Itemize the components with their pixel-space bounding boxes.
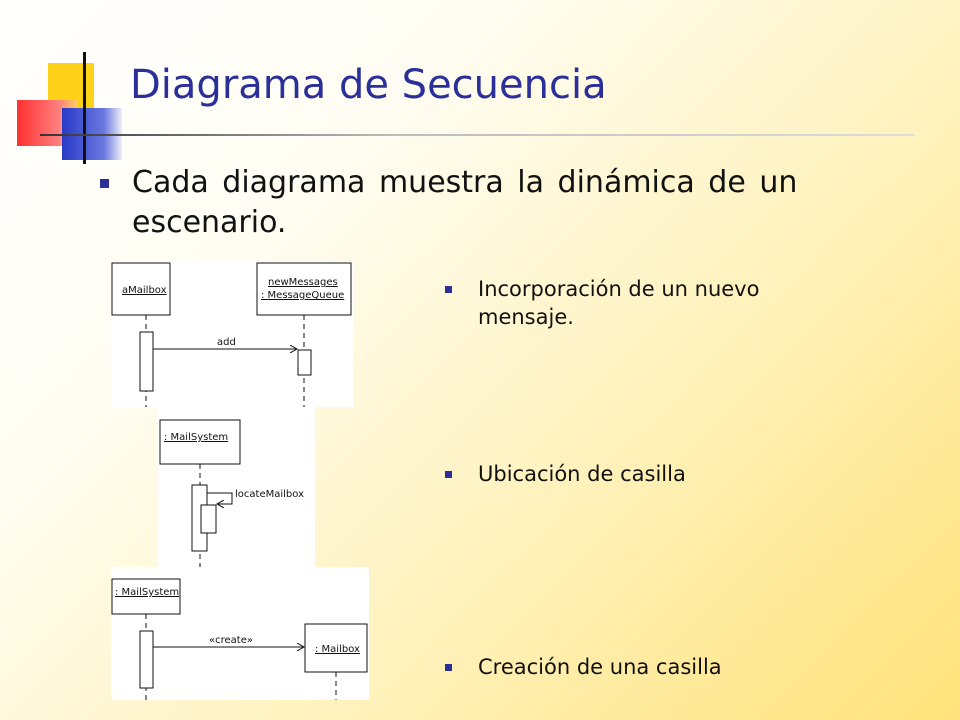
self-message-arrow [207,492,233,504]
deco-horizontal-line [40,134,915,136]
object-label: : MailSystem [115,587,179,598]
deco-vertical-line [83,52,86,164]
object-box-mailbox [304,623,368,673]
object-box-mailsystem [111,578,181,615]
sequence-diagram-locate: : MailSystem locateMailbox [158,407,315,567]
object-box-mailsystem [159,419,241,465]
sequence-diagram-create: : MailSystem : Mailbox «create» [111,567,369,700]
object-label: : MessageQueue [261,290,344,301]
page-title: Diagrama de Secuencia [130,62,607,108]
sub-bullet-3: Creación de una casilla [445,653,825,681]
bullet-square-icon [445,471,452,478]
sub-bullet-2: Ubicación de casilla [445,460,825,488]
object-label: : MailSystem [164,432,228,443]
bullet-square-icon [445,286,452,293]
object-box-messagequeue [256,262,352,316]
object-label: : Mailbox [315,644,360,655]
object-label: newMessages [268,277,338,288]
sub-bullet-text: Incorporación de un nuevo mensaje. [478,277,760,329]
sub-bullet-text: Ubicación de casilla [478,462,686,486]
main-bullet-text: Cada diagrama muestra la dinámica de un … [132,165,798,240]
activation-bar [139,331,154,392]
sub-bullet-text: Creación de una casilla [478,655,722,679]
activation-bar [200,504,217,534]
sequence-diagram-locate-svg: : MailSystem locateMailbox [159,419,304,567]
sequence-diagram-add: aMailbox newMessages : MessageQueue add [111,262,353,407]
bullet-square-icon [100,179,109,188]
object-label: aMailbox [122,285,167,296]
sequence-diagram-create-svg: : MailSystem : Mailbox «create» [111,578,368,700]
bullet-square-icon [445,664,452,671]
object-box-amailbox [111,262,171,316]
activation-bar [139,630,154,689]
message-label: «create» [209,635,253,646]
main-bullet: Cada diagrama muestra la dinámica de un … [100,163,850,243]
message-label: locateMailbox [235,489,304,500]
sequence-diagram-add-svg: aMailbox newMessages : MessageQueue add [111,262,352,407]
message-label: add [217,337,236,348]
sub-bullet-1: Incorporación de un nuevo mensaje. [445,275,825,331]
activation-bar [297,349,312,376]
